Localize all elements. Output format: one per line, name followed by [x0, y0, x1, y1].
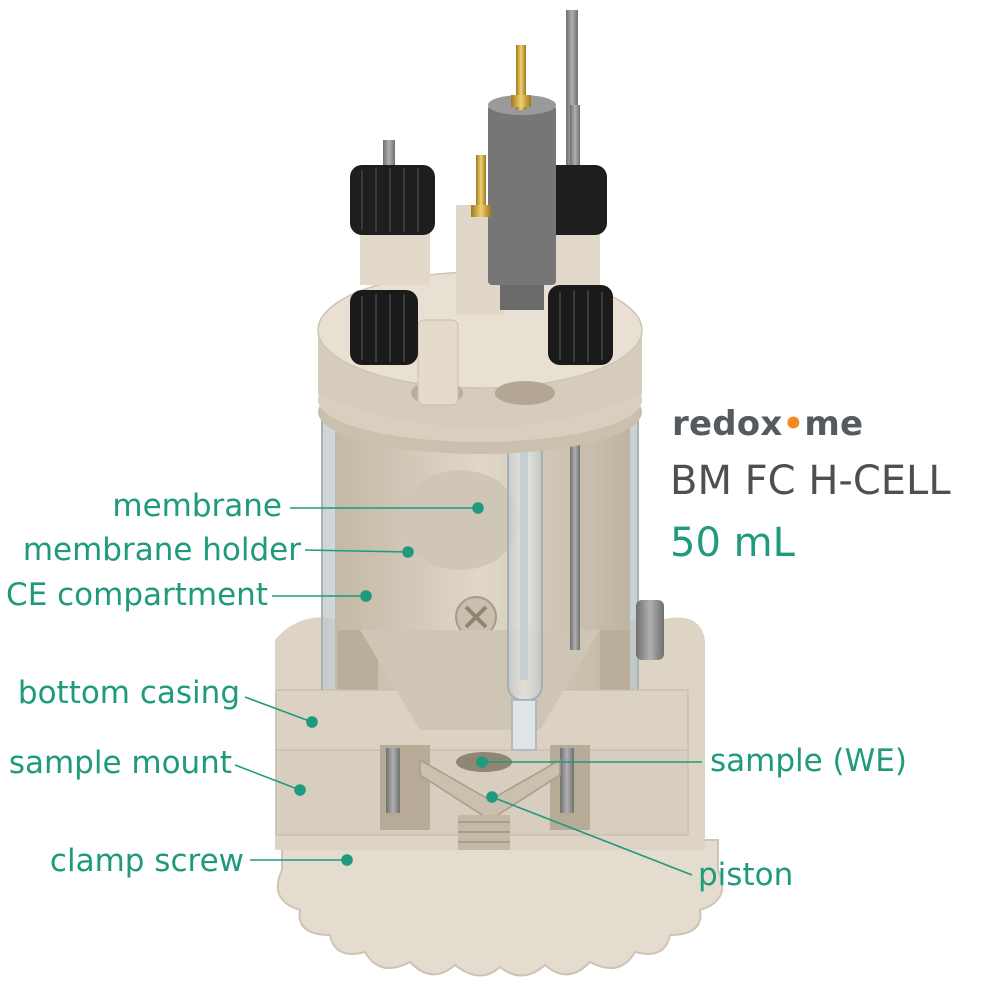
gold-pins — [471, 45, 531, 217]
label-sample-mount: sample mount — [8, 745, 232, 781]
reference-electrode — [488, 95, 556, 310]
cap-back-right — [545, 165, 607, 235]
label-clamp-screw: clamp screw — [49, 843, 244, 879]
label-sample-we: sample (WE) — [710, 743, 907, 779]
cap-front-left — [350, 290, 418, 365]
side-pin — [636, 600, 664, 660]
brand-part1: redox — [672, 404, 783, 444]
label-ce-compartment: CE compartment — [6, 577, 268, 613]
cap-front-right — [548, 285, 613, 365]
product-model: BM FC H-CELL — [670, 458, 951, 504]
label-piston: piston — [698, 857, 794, 893]
bottom-casing — [275, 630, 689, 850]
brand-dot: • — [782, 404, 805, 444]
membrane-holder-body — [335, 420, 664, 690]
leader-lines — [234, 502, 702, 876]
scalloped-base — [276, 839, 724, 977]
brand-part2: me — [804, 404, 864, 444]
brand-logo: redox•me — [672, 404, 863, 444]
product-volume: 50 mL — [670, 520, 795, 566]
label-bottom-casing: bottom casing — [17, 675, 240, 711]
black-caps — [350, 165, 613, 365]
label-membrane: membrane — [112, 488, 282, 524]
label-membrane-holder: membrane holder — [22, 532, 301, 568]
cap-back-left — [350, 165, 435, 235]
